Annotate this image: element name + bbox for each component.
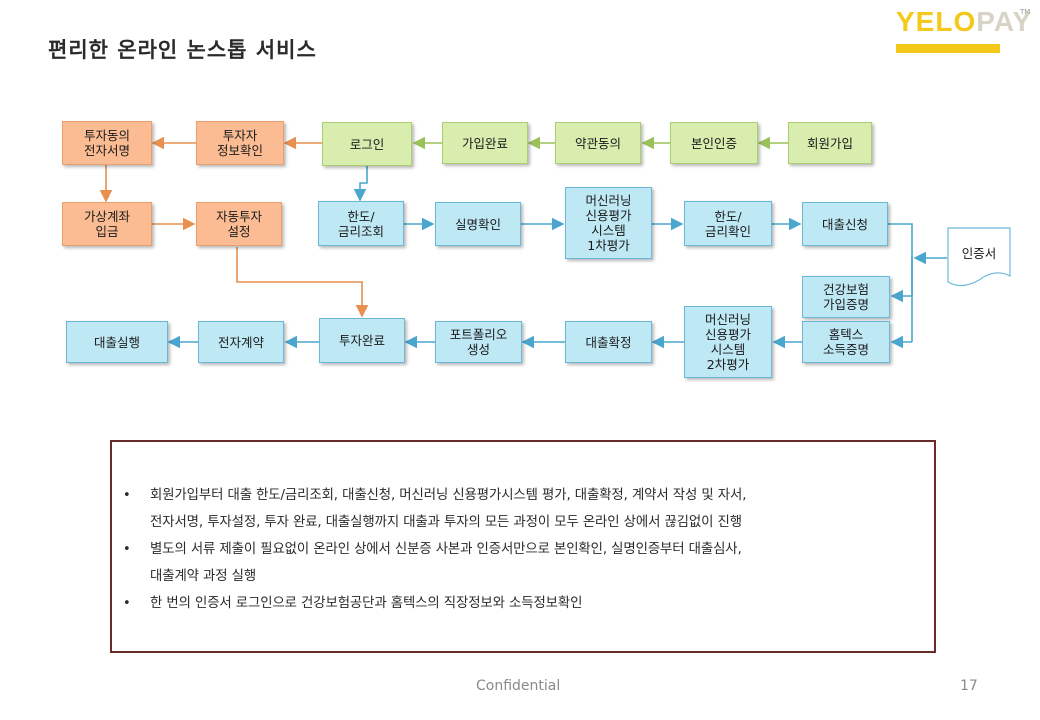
logo-trademark: TM bbox=[1020, 8, 1031, 16]
certificate-label: 인증서 bbox=[961, 245, 997, 261]
step-loan-apply: 대출신청 bbox=[802, 202, 888, 246]
summary-item: •별도의 서류 제출이 필요없이 온라인 상에서 신분증 사본과 인증서만으로 … bbox=[123, 542, 742, 584]
summary-item: •한 번의 인증서 로그인으로 건강보험공단과 홈텍스의 직장정보와 소득정보확… bbox=[123, 596, 583, 611]
step-login: 로그인 bbox=[322, 122, 412, 166]
footer-confidential: Confidential bbox=[476, 678, 561, 694]
step-sign-contract: 투자동의 전자서명 bbox=[62, 121, 152, 165]
arrow-login-to-limitquery bbox=[353, 166, 368, 202]
step-limit-rate-confirm: 한도/ 금리확인 bbox=[684, 201, 772, 246]
flow-connectors bbox=[99, 136, 1011, 349]
step-ml-eval-1: 머신러닝 신용평가 시스템 1차평가 bbox=[565, 187, 652, 259]
step-hometax-income: 홈텍스 소득증명 bbox=[802, 321, 890, 363]
summary-list: •회원가입부터 대출 한도/금리조회, 대출신청, 머신러닝 신용평가시스템 평… bbox=[120, 482, 928, 617]
step-ml-eval-2: 머신러닝 신용평가 시스템 2차평가 bbox=[684, 306, 772, 378]
step-invest-done: 투자완료 bbox=[319, 318, 405, 363]
step-signup-done: 가입완료 bbox=[442, 122, 528, 164]
step-signup: 회원가입 bbox=[788, 122, 872, 164]
logo-wordmark: YELOPAY bbox=[896, 6, 1033, 37]
logo-underline bbox=[896, 44, 1000, 53]
summary-box: •회원가입부터 대출 한도/금리조회, 대출신청, 머신러닝 신용평가시스템 평… bbox=[110, 440, 936, 653]
yelopay-logo: YELOPAY TM bbox=[896, 6, 1031, 56]
step-loan-exec: 대출실행 bbox=[66, 321, 168, 363]
step-terms-agree: 약관동의 bbox=[555, 122, 641, 164]
step-limit-rate-query: 한도/ 금리조회 bbox=[318, 201, 404, 246]
step-identity-verify: 본인인증 bbox=[670, 122, 758, 164]
arrow-apply-to-health bbox=[888, 223, 913, 303]
slide-title: 편리한 온라인 논스톱 서비스 bbox=[48, 38, 317, 62]
step-loan-confirm: 대출확정 bbox=[565, 321, 652, 363]
step-health-insurance: 건강보험 가입증명 bbox=[802, 276, 890, 318]
certificate-document-shape bbox=[947, 227, 1011, 287]
step-investor-info: 투자자 정보확인 bbox=[196, 121, 284, 165]
step-e-contract: 전자계약 bbox=[198, 321, 284, 363]
summary-item: •회원가입부터 대출 한도/금리조회, 대출신청, 머신러닝 신용평가시스템 평… bbox=[123, 488, 747, 530]
step-portfolio: 포트폴리오 생성 bbox=[435, 321, 522, 363]
arrow-autoinvest-to-investdone bbox=[236, 247, 369, 318]
step-virtual-account: 가상계좌 입금 bbox=[62, 202, 152, 246]
step-auto-invest: 자동투자 설정 bbox=[196, 202, 282, 246]
page-number: 17 bbox=[960, 678, 978, 694]
step-realname-verify: 실명확인 bbox=[435, 202, 521, 246]
